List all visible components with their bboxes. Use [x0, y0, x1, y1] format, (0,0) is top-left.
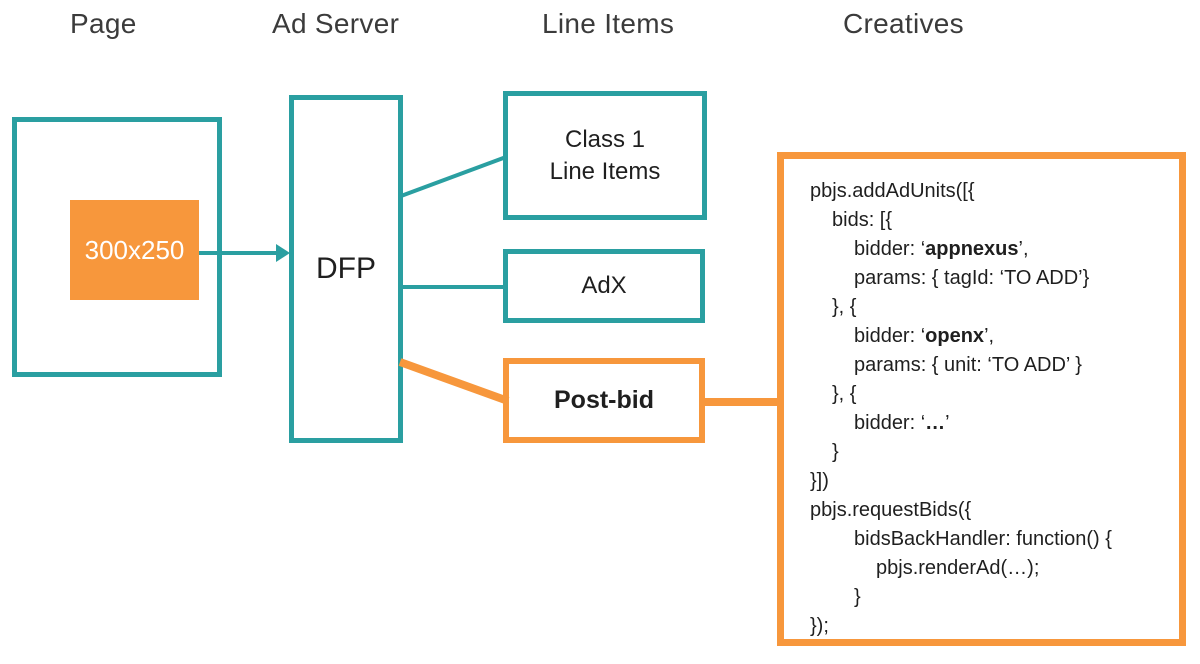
code-line: pbjs.addAdUnits([{	[810, 180, 975, 202]
code-line: bidder: ‘openx’,	[854, 325, 995, 347]
column-header-ad-server: Ad Server	[272, 8, 400, 39]
code-line: }	[832, 441, 839, 463]
dfp-label: DFP	[316, 252, 376, 285]
code-line: bidder: ‘…’	[854, 412, 950, 434]
code-line: params: { unit: ‘TO ADD’ }	[854, 354, 1082, 376]
code-line: pbjs.renderAd(…);	[876, 557, 1040, 579]
class1-label-line1: Class 1	[564, 125, 646, 153]
connector-dfp-to-postbid	[398, 358, 510, 405]
creatives-code-node: pbjs.addAdUnits([{ bids: [{ bidder: ‘appne…	[777, 152, 1186, 646]
column-header-page: Page	[70, 8, 137, 39]
pbjs-code-block: pbjs.addAdUnits([{ bids: [{ bidder: ‘appne…	[810, 177, 1112, 641]
code-line: }, {	[832, 383, 857, 405]
code-line: });	[810, 615, 829, 637]
column-header-line-items: Line Items	[542, 8, 675, 39]
dfp-node: DFP	[289, 95, 403, 443]
postbid-node: Post-bid	[503, 358, 705, 443]
code-line: bidsBackHandler: function() {	[854, 528, 1112, 550]
ad-slot-label: 300x250	[84, 234, 185, 265]
ad-slot-node: 300x250	[70, 200, 199, 300]
code-line: pbjs.requestBids({	[810, 499, 972, 521]
class1-label-line2: Line Items	[549, 157, 661, 185]
postbid-label: Post-bid	[554, 386, 654, 414]
code-line: bids: [{	[832, 209, 893, 231]
code-line: }	[854, 586, 861, 608]
code-line: }, {	[832, 296, 857, 318]
code-line: }])	[810, 470, 829, 492]
code-line: params: { tagId: ‘TO ADD’}	[854, 267, 1090, 289]
connector-dfp-to-class1	[400, 155, 507, 198]
adx-label: AdX	[581, 272, 627, 299]
code-line: bidder: ‘appnexus’,	[854, 238, 1029, 260]
class1-line-items-node: Class 1 Line Items	[503, 91, 707, 220]
column-header-creatives: Creatives	[843, 8, 964, 39]
adx-node: AdX	[503, 249, 705, 323]
arrow-adslot-to-dfp-head-icon	[276, 244, 290, 262]
